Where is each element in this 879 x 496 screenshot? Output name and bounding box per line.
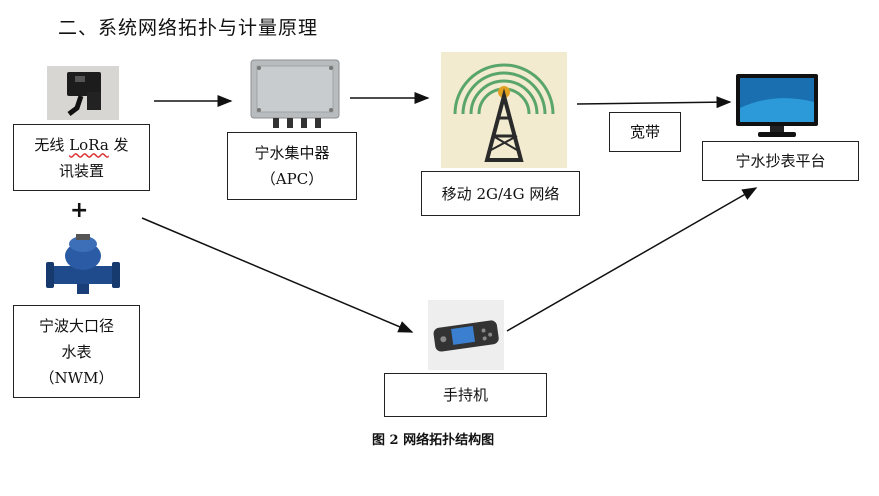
diagram-title: 二、系统网络拓扑与计量原理 xyxy=(58,17,319,39)
concentrator-label-line1: 宁水集中器 xyxy=(254,144,330,162)
water-meter-label-line1: 宁波大口径 xyxy=(38,316,114,335)
cell-tower-icon xyxy=(441,52,567,168)
water-meter-label-line3: （NWM） xyxy=(39,368,114,387)
arrow-network-to-platform xyxy=(576,96,732,109)
handheld-box: 手持机 xyxy=(384,373,547,417)
figure-caption: 图 2 网络拓扑结构图 xyxy=(372,433,495,448)
lora-text: LoRa xyxy=(69,135,109,154)
lora-device-box: 无线 LoRa 发 讯装置 xyxy=(13,124,150,191)
lora-device-label-line2: 讯装置 xyxy=(58,161,104,180)
water-meter-photo xyxy=(44,232,122,298)
mobile-network-label: 移动 2G/4G 网络 xyxy=(441,184,560,203)
plus-sign: + xyxy=(70,198,89,223)
platform-label: 宁水抄表平台 xyxy=(735,152,826,170)
monitor-icon xyxy=(736,74,818,137)
lora-device-label-line1: 无线 LoRa 发 xyxy=(34,132,128,158)
platform-box: 宁水抄表平台 xyxy=(702,141,859,181)
broadband-box: 宽带 xyxy=(609,112,681,152)
broadband-label: 宽带 xyxy=(629,123,660,141)
arrow-handheld-to-platform xyxy=(506,187,758,332)
arrow-meter-to-handheld xyxy=(141,217,414,333)
mobile-network-box: 移动 2G/4G 网络 xyxy=(421,171,580,216)
concentrator-box: 宁水集中器 （APC） xyxy=(227,132,357,200)
handheld-label: 手持机 xyxy=(442,386,488,404)
concentrator-box-photo xyxy=(250,59,340,128)
water-meter-label-line2: 水表 xyxy=(61,342,92,361)
concentrator-label-line2: （APC） xyxy=(260,170,324,188)
water-meter-box: 宁波大口径 水表 （NWM） xyxy=(13,305,140,398)
lora-device-photo xyxy=(47,66,119,120)
lora-prefix: 无线 xyxy=(34,135,70,154)
lora-suffix: 发 xyxy=(108,135,129,154)
handheld-terminal-photo xyxy=(428,300,504,370)
